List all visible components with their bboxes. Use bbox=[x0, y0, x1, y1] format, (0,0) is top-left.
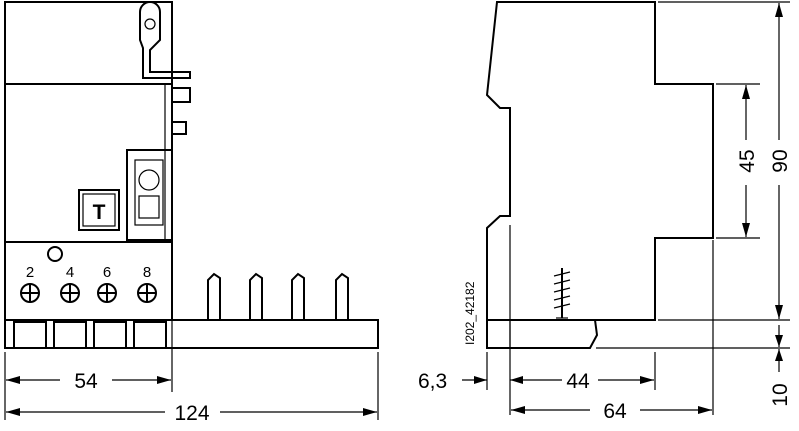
dimension-90: 90 bbox=[769, 149, 792, 172]
terminal-label-4: 4 bbox=[66, 264, 74, 281]
dimension-45: 45 bbox=[736, 149, 759, 172]
drawing-code: I202_42182 bbox=[463, 281, 477, 345]
dimension-44: 44 bbox=[566, 370, 590, 393]
side-clip bbox=[171, 121, 187, 135]
handle-lever bbox=[139, 1, 191, 79]
dimension-124: 124 bbox=[174, 402, 209, 425]
front-view: T 2 4 6 8 bbox=[4, 1, 379, 425]
terminal-label-8: 8 bbox=[143, 264, 151, 281]
front-dimensions: 54 124 bbox=[4, 320, 379, 425]
lever-stop bbox=[171, 87, 191, 103]
spring-icon bbox=[553, 268, 571, 319]
side-dimensions: 6,3 44 64 45 bbox=[418, 1, 792, 423]
test-button-label: T bbox=[93, 201, 106, 224]
front-upper-housing bbox=[4, 1, 173, 85]
terminal-screw-icon bbox=[60, 283, 80, 303]
terminal-labels: 2 4 6 8 bbox=[26, 264, 151, 281]
din-rail-clip bbox=[486, 319, 599, 349]
dimension-64: 64 bbox=[603, 400, 627, 423]
terminal-label-6: 6 bbox=[103, 264, 111, 281]
side-view: I202_42182 6,3 44 64 bbox=[418, 0, 792, 423]
terminal-screw-icon bbox=[137, 283, 157, 303]
indicator-hole bbox=[47, 246, 63, 262]
dimension-6-3: 6,3 bbox=[418, 370, 447, 393]
terminal-screws bbox=[20, 283, 157, 303]
test-button: T bbox=[78, 189, 120, 231]
terminal-block bbox=[4, 241, 173, 321]
terminal-screw-icon bbox=[97, 283, 117, 303]
busbar-pins bbox=[207, 272, 349, 320]
mechanism-window bbox=[126, 149, 173, 241]
busbar-base bbox=[4, 319, 379, 349]
dimension-54: 54 bbox=[74, 370, 98, 393]
terminal-label-2: 2 bbox=[26, 264, 34, 281]
terminal-clamps bbox=[13, 321, 167, 349]
terminal-screw-icon bbox=[20, 283, 40, 303]
side-housing-outline bbox=[485, 0, 714, 321]
dimension-10: 10 bbox=[769, 383, 792, 406]
